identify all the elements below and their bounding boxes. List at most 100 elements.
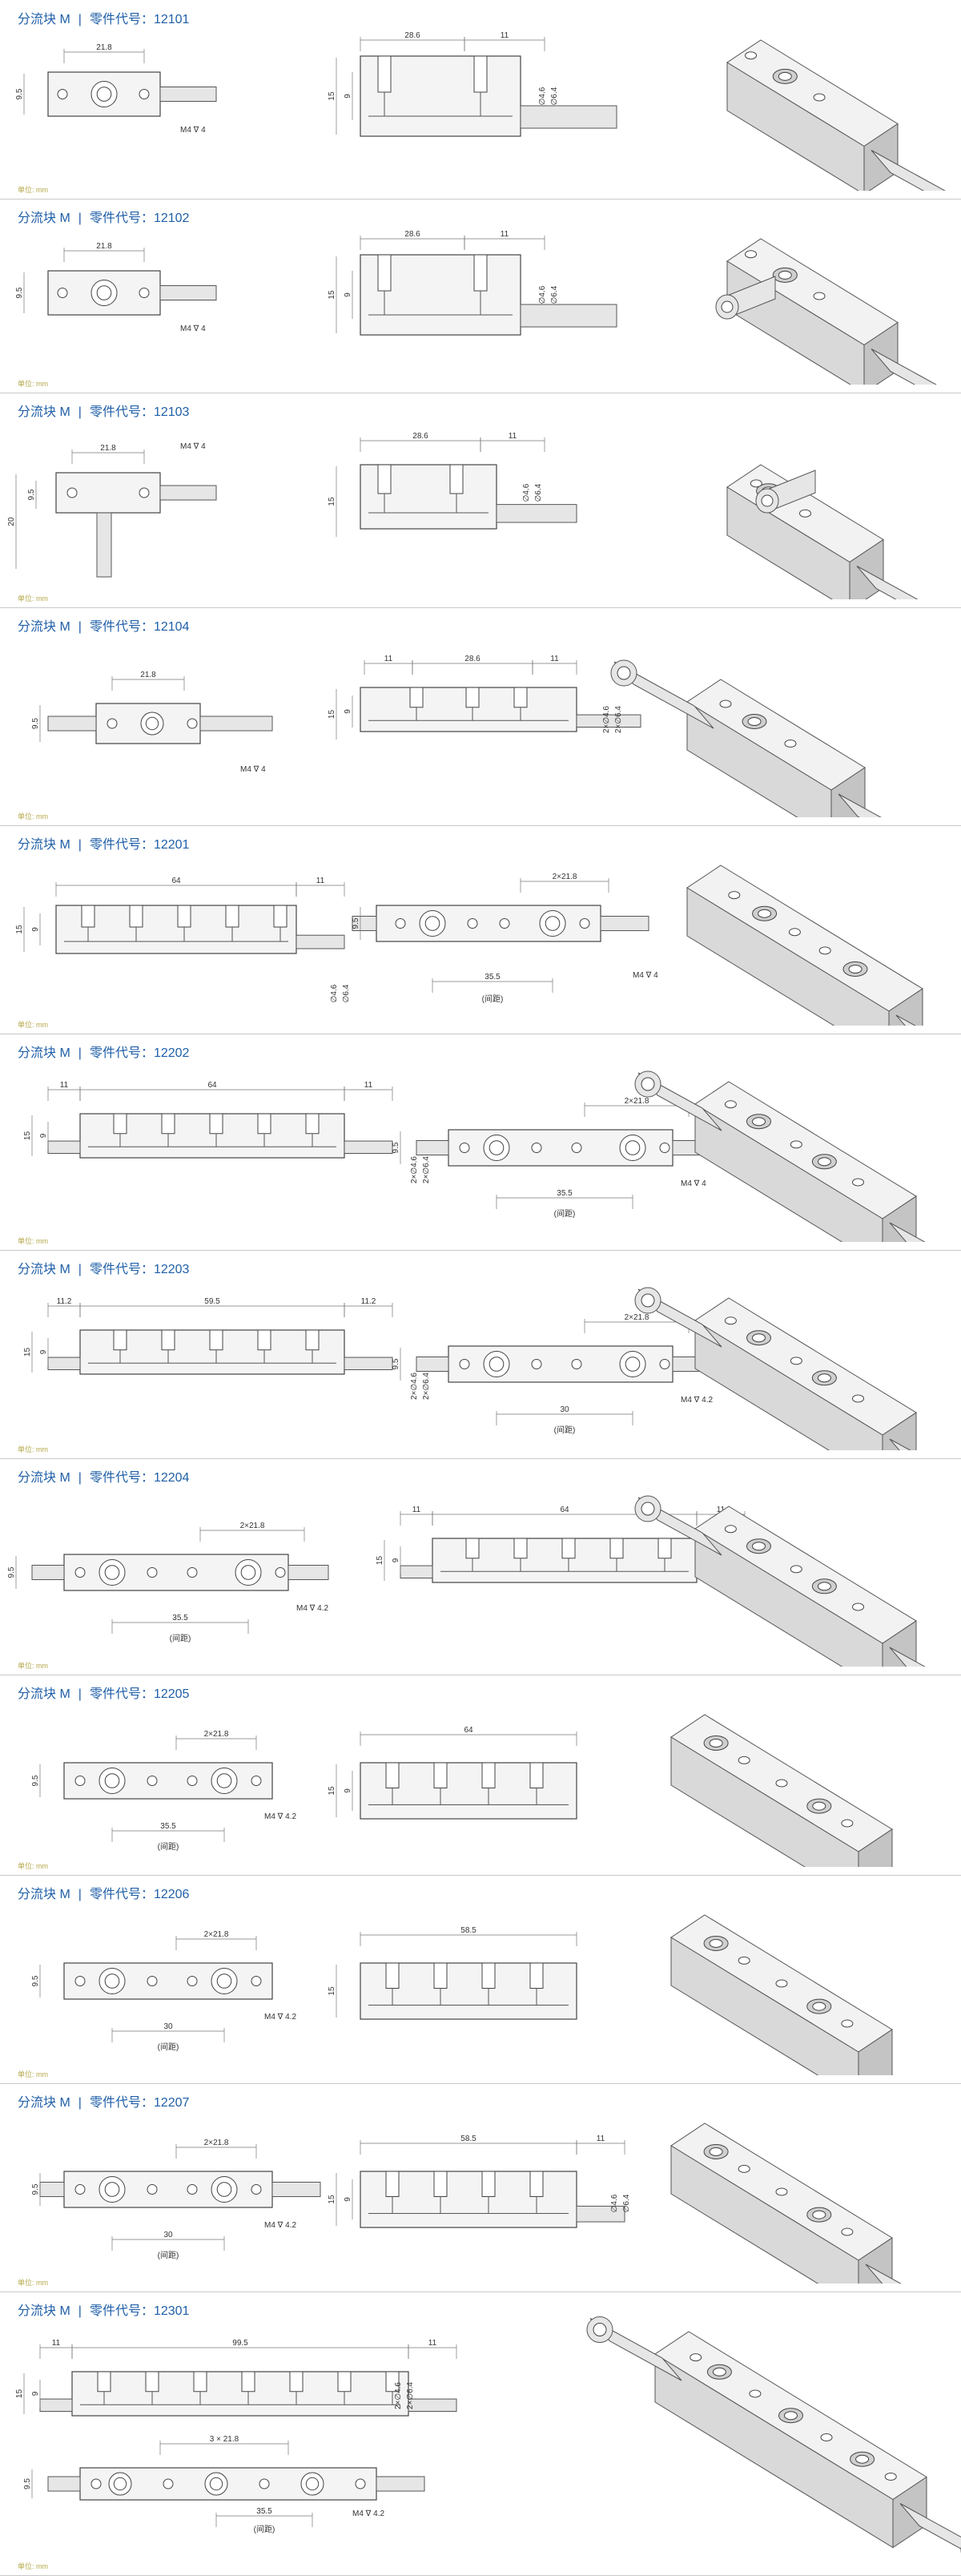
unit-note: 单位: mm [18,1445,48,1453]
iso-mount-hole [788,928,801,937]
product-name: 分流块 M [18,1471,70,1485]
iso-tube [613,661,714,729]
dimension-label: 11 [509,432,517,441]
iso-mount-hole [818,946,831,955]
mount-hole [571,1143,582,1153]
bore [529,2171,544,2197]
code-label: 零件代号： [89,1687,154,1701]
outlet-tube [47,2476,81,2492]
thread-label: M4 ∇ 4.2 [264,2013,296,2022]
port-inner [424,916,440,931]
iso-mount-hole [852,1178,865,1187]
thread-label: M4 ∇ 4 [180,325,206,333]
outlet-tube [39,2182,65,2197]
iso-tube [895,1014,916,1026]
part-code: 12202 [153,1046,190,1060]
dimension-label: 15 [376,1556,384,1566]
bore [209,1329,223,1351]
dimension-label: 11 [501,230,509,239]
outlet-tube [159,485,217,501]
bore [657,1538,672,1559]
port-inner [489,1357,505,1372]
dimension-label: 9.5 [352,917,360,929]
iso-tube [889,1222,926,1242]
port-inner [104,1565,120,1580]
dimension-label: 28.6 [404,230,420,239]
port-inner [216,1973,232,1989]
part-code: 12206 [153,1888,190,1901]
mount-hole [74,2184,86,2195]
dimension-label: 11 [412,1506,421,1514]
title-separator: | [78,838,82,852]
block-body [63,1962,273,2000]
code-label: 零件代号： [89,2096,154,2110]
dimension-label: 9.5 [392,1358,400,1369]
mount-hole [571,1359,582,1369]
dimension-label: 30 [163,2231,173,2239]
spacing-note: (间距) [158,2042,179,2052]
product-name: 分流块 M [18,620,70,634]
section-title: 分流块 M|零件代号：12301 [18,2300,189,2319]
iso-mount-hole [841,2019,854,2028]
dimension-label: 15 [328,710,336,720]
outlet-tube [344,1357,393,1370]
dimension-label: 15 [328,290,336,300]
section-title: 分流块 M|零件代号：12104 [18,615,189,635]
product-name: 分流块 M [18,212,70,225]
iso-front-face [694,1103,883,1242]
iso-mount-hole [728,891,741,900]
unit-note: 单位: mm [18,2562,48,2570]
dimension-label: 15 [23,1131,32,1141]
title-separator: | [78,1888,82,1901]
outlet-tube [287,1565,329,1580]
unit-note: 单位: mm [18,2279,48,2287]
bore [513,1538,528,1559]
product-name: 分流块 M [18,1046,70,1060]
port-inner [625,1357,641,1372]
port-inner [625,1140,641,1155]
bore [433,1762,448,1788]
iso-side-face [858,1828,893,1867]
spacing-note: (间距) [554,1208,576,1219]
section-body [71,2371,409,2417]
bore [513,687,528,708]
thread-label: M4 ∇ 4 [633,971,658,980]
iso-mount-hole [775,1979,788,1988]
outlet-tube [271,2182,321,2197]
dimension-label: 21.8 [100,444,116,453]
mount-hole [187,1567,198,1578]
dimension-label: 35.5 [256,2507,272,2516]
bore [161,1329,175,1351]
dimension-label: 35.5 [557,1189,573,1198]
port-inner [104,2182,120,2197]
dimension-label: 35.5 [172,1614,188,1623]
spacing-note: (间距) [254,2524,275,2534]
unit-note: 单位: mm [18,186,48,194]
mount-hole [187,718,198,729]
dimension-label: 21.8 [96,43,112,52]
unit-note: 单位: mm [18,1021,48,1029]
outlet-tube [600,916,649,931]
dimension-label: 9 [344,709,352,714]
outlet-tube [199,716,273,732]
dimension-label: 28.6 [404,31,420,40]
bore [129,905,143,928]
iso-front-face [694,1528,883,1667]
iso-front-face [686,887,890,1026]
port-inner [545,916,561,931]
code-label: 零件代号： [89,212,154,225]
bore [257,1113,271,1135]
iso-side-face [882,1195,917,1242]
outlet-tube [31,1565,65,1580]
iso-front-face [694,1320,883,1450]
dimension-label: 11 [52,2339,61,2348]
dimension-label: 30 [163,2022,173,2031]
iso-front-face [686,701,832,817]
bore [305,1113,320,1135]
outlet-tube [47,1140,81,1154]
